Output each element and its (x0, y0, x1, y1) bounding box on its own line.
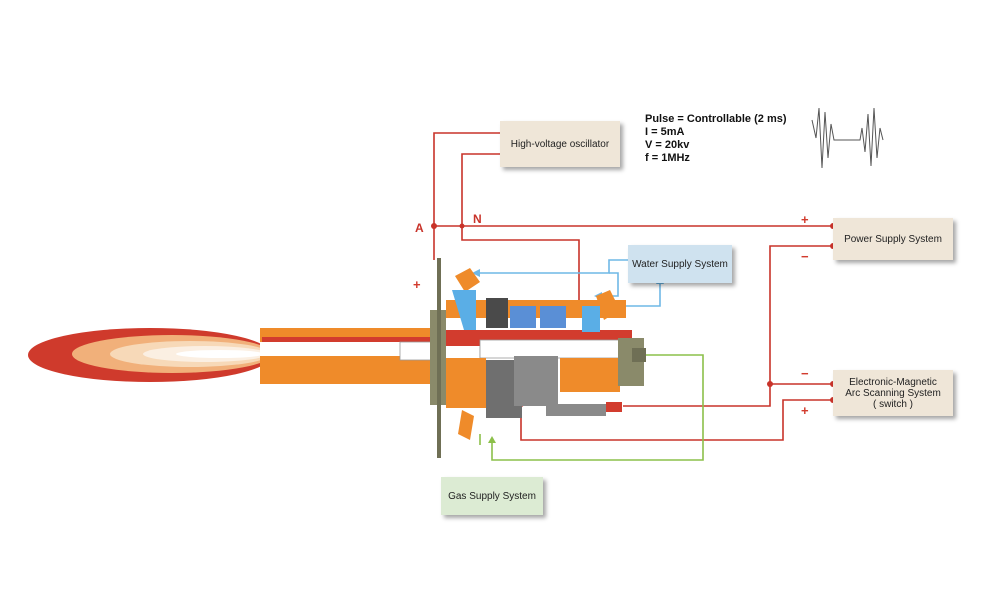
power-minus-wire (769, 245, 833, 384)
arc-plus-sign: + (801, 403, 809, 418)
terminal-a-label: A (415, 221, 424, 235)
oscillator-wire-n (461, 153, 580, 305)
pulse-waveform-icon (811, 107, 884, 169)
torch-plus-sign: + (413, 277, 421, 292)
power-plus-sign: + (801, 212, 809, 227)
power-minus-sign: − (801, 249, 809, 264)
high-voltage-oscillator-box: High-voltage oscillator (500, 121, 620, 167)
arc-minus-sign: − (801, 366, 809, 381)
red-wires (433, 132, 833, 441)
torch-body (260, 258, 646, 458)
plasma-flame (28, 328, 272, 382)
spec-frequency: f = 1MHz (645, 152, 690, 164)
spec-voltage: V = 20kv (645, 139, 690, 151)
spec-pulse: Pulse = Controllable (2 ms) (645, 113, 787, 125)
arc-minus-wire (623, 383, 833, 407)
water-supply-box: Water Supply System (628, 245, 732, 283)
terminal-n-label: N (473, 212, 482, 226)
gas-lines (479, 354, 704, 461)
arc-plus-wire (520, 399, 833, 441)
arc-scanning-box: Electronic-Magnetic Arc Scanning System … (833, 370, 953, 416)
spec-current: I = 5mA (645, 126, 685, 138)
oscillator-wire-a (433, 132, 500, 226)
power-supply-box: Power Supply System (833, 218, 953, 260)
gas-supply-box: Gas Supply System (441, 477, 543, 515)
